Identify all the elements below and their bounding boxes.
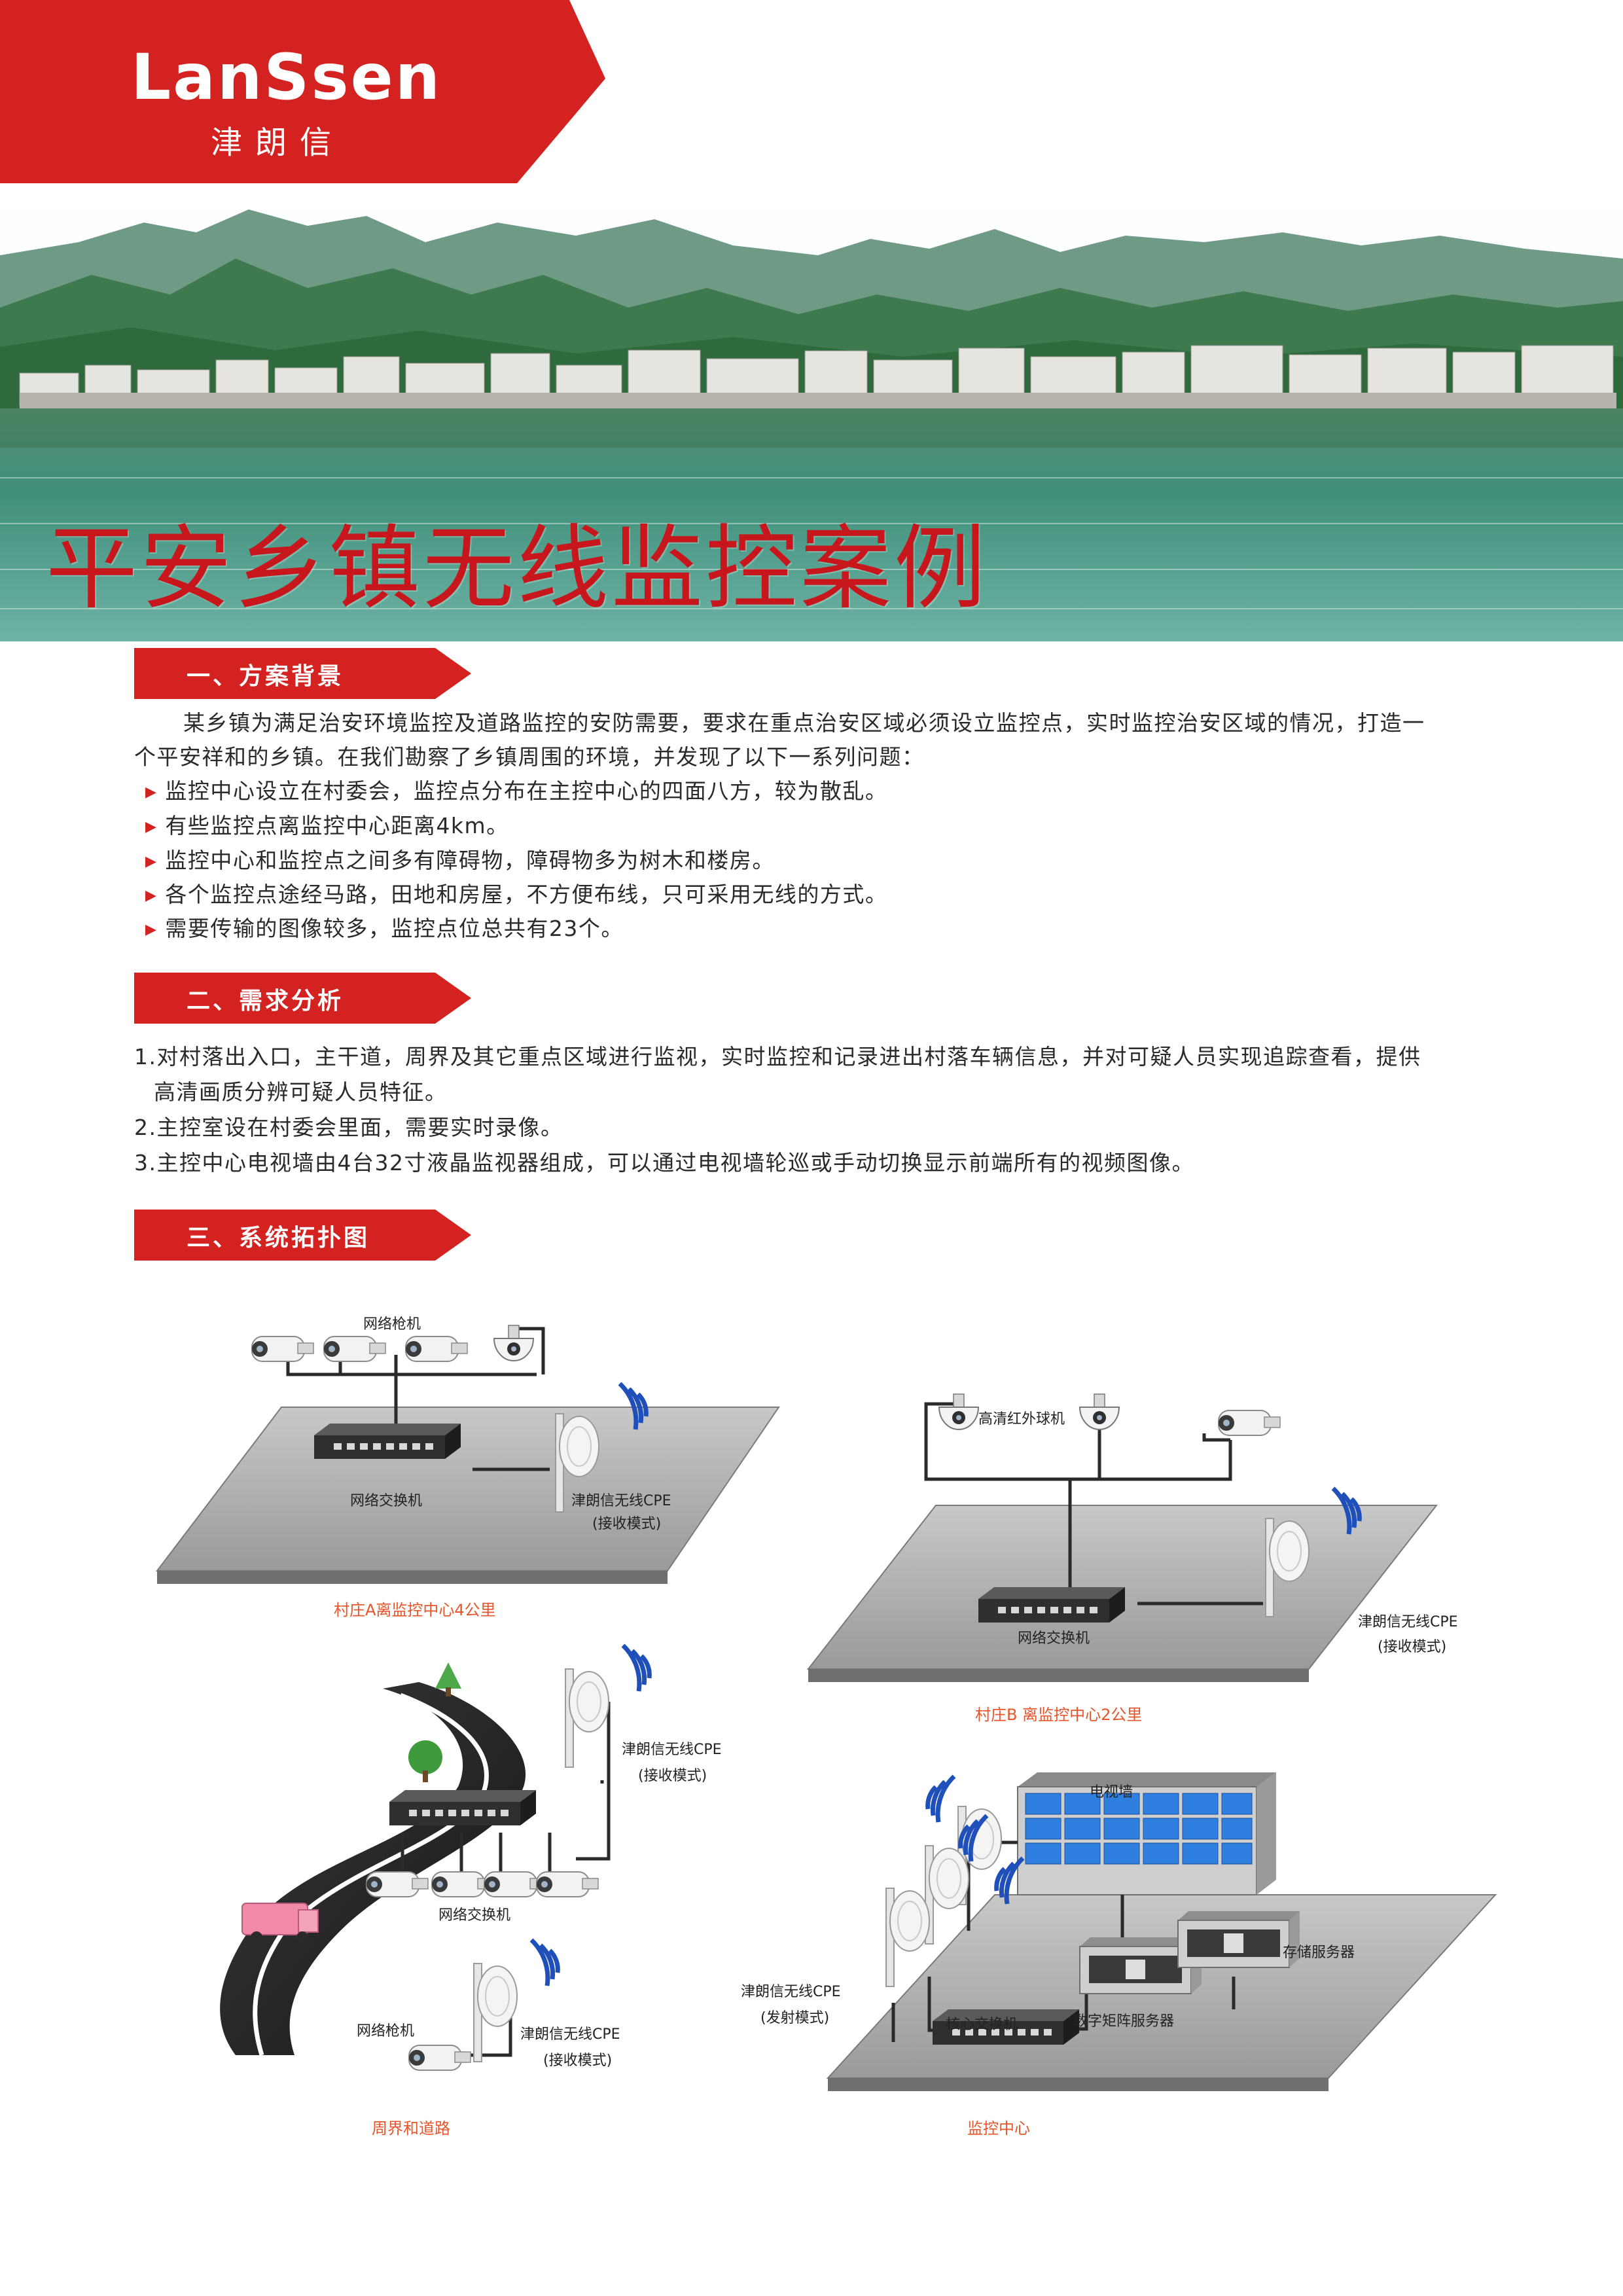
site-a-switch-label: 网络交换机 bbox=[350, 1493, 423, 1509]
bullet-arrow-icon: ▶ bbox=[145, 922, 158, 938]
section-heading: 三、系统拓扑图 bbox=[187, 1225, 370, 1251]
site-a-cpe-label: 津朗信无线CPE bbox=[571, 1493, 671, 1509]
site-c-cpe-mode-bottom: (接收模式) bbox=[543, 2053, 613, 2069]
network-switch-icon bbox=[314, 1424, 461, 1459]
list-item: ▶ 需要传输的图像较多，监控点位总共有23个。 bbox=[145, 911, 624, 942]
tree-icon bbox=[408, 1740, 442, 1782]
logo-banner-shape bbox=[0, 0, 605, 183]
site-c-group bbox=[220, 1645, 649, 2071]
site-d-cpe-mode: (发射模式) bbox=[760, 2010, 830, 2026]
intro-paragraph-line-2: 个平安祥和的乡镇。在我们勘察了乡镇周围的环境，并发现了以下一系列问题： bbox=[134, 744, 925, 770]
section-header-background: 一、方案背景 bbox=[134, 648, 471, 699]
dome-camera-icon bbox=[1079, 1393, 1120, 1430]
site-b-group bbox=[806, 1393, 1438, 1682]
list-item-text: 各个监控点途经马路，田地和房屋，不方便布线，只可采用无线的方式。 bbox=[165, 882, 888, 907]
requirement-item-3: 3.主控中心电视墙由4台32寸液晶监视器组成，可以通过电视墙轮巡或手动切换显示前… bbox=[134, 1150, 1194, 1175]
bullet-camera-icon bbox=[405, 1336, 468, 1362]
tv-wall-label: 电视墙 bbox=[1090, 1784, 1133, 1801]
requirement-item-1: 1.对村落出入口，主干道，周界及其它重点区域进行监视，实时监控和记录进出村落车辆… bbox=[134, 1044, 1421, 1069]
site-d-cpe-label: 津朗信无线CPE bbox=[741, 1984, 841, 2000]
section-header-arrow-shape bbox=[134, 1210, 471, 1261]
site-a-group bbox=[155, 1325, 780, 1584]
section-header-arrow-shape bbox=[134, 648, 471, 699]
list-item: ▶ 各个监控点途经马路，田地和房屋，不方便布线，只可采用无线的方式。 bbox=[145, 877, 887, 908]
bullet-arrow-icon: ▶ bbox=[145, 853, 158, 870]
section-heading: 二、需求分析 bbox=[187, 988, 344, 1014]
site-a-caption: 村庄A离监控中心4公里 bbox=[334, 1601, 496, 1619]
dome-camera-icon bbox=[938, 1393, 979, 1430]
core-switch-label: 核心交换机 bbox=[946, 2017, 1018, 2033]
section-header-background: 二、需求分析 bbox=[134, 973, 471, 1024]
wireless-cpe-icon bbox=[885, 1888, 930, 1987]
bullet-arrow-icon: ▶ bbox=[145, 888, 158, 904]
bullet-camera-icon bbox=[366, 1871, 429, 1897]
list-item-text: 监控中心和监控点之间多有障碍物，障碍物多为树木和楼房。 bbox=[165, 848, 775, 873]
site-b-switch-label: 网络交换机 bbox=[1018, 1630, 1090, 1647]
bullet-arrow-icon: ▶ bbox=[145, 819, 158, 835]
bullet-camera-icon bbox=[323, 1336, 386, 1362]
site-c-cpe-label-top: 津朗信无线CPE bbox=[622, 1742, 722, 1758]
tree-icon bbox=[435, 1662, 461, 1696]
section-header-background: 三、系统拓扑图 bbox=[134, 1210, 471, 1261]
list-item: ▶ 有些监控点离监控中心距离4km。 bbox=[145, 808, 509, 840]
site-c-cpe-mode-top: (接收模式) bbox=[638, 1768, 707, 1784]
site-c-camera-label: 网络枪机 bbox=[357, 2023, 415, 2039]
site-d-group bbox=[826, 1772, 1497, 2091]
site-a-camera-label: 网络枪机 bbox=[363, 1316, 421, 1333]
site-c-cpe-label-bottom: 津朗信无线CPE bbox=[520, 2026, 620, 2043]
bullet-camera-icon bbox=[408, 2045, 471, 2071]
wifi-signal-icon bbox=[928, 1776, 954, 1822]
brand-logo: LanSsen bbox=[131, 41, 442, 114]
page-title: 平安乡镇无线监控案例 bbox=[46, 516, 989, 622]
bullet-camera-icon bbox=[251, 1336, 314, 1362]
site-c-caption: 周界和道路 bbox=[372, 2119, 450, 2138]
bullet-camera-icon bbox=[1218, 1410, 1281, 1436]
bullet-arrow-icon: ▶ bbox=[145, 784, 158, 800]
network-switch-icon bbox=[978, 1587, 1125, 1623]
site-a-cpe-mode: (接收模式) bbox=[592, 1516, 662, 1532]
requirement-item-2: 2.主控室设在村委会里面，需要实时录像。 bbox=[134, 1115, 563, 1140]
tv-wall-icon bbox=[1017, 1772, 1276, 1895]
site-b-camera-label: 高清红外球机 bbox=[978, 1411, 1065, 1427]
list-item: ▶ 监控中心设立在村委会，监控点分布在主控中心的四面八方，较为散乱。 bbox=[145, 774, 887, 805]
section-header-arrow-shape bbox=[134, 973, 471, 1024]
section-heading: 一、方案背景 bbox=[187, 663, 344, 690]
site-a-platform bbox=[155, 1407, 780, 1571]
bullet-camera-icon bbox=[536, 1871, 599, 1897]
requirement-item-1-cont: 高清画质分辨可疑人员特征。 bbox=[154, 1079, 448, 1105]
truck-icon bbox=[241, 1903, 319, 1943]
intro-paragraph-line-1: 某乡镇为满足治安环境监控及道路监控的安防需要，要求在重点治安区域必须设立监控点，… bbox=[183, 710, 1425, 736]
wifi-signal-icon bbox=[531, 1940, 558, 1986]
matrix-server-label: 数字矩阵服务器 bbox=[1073, 2013, 1175, 2030]
landscape-banner-image bbox=[0, 196, 1623, 641]
site-b-cpe-mode: (接收模式) bbox=[1378, 1639, 1447, 1655]
brand-logo-cn: 津朗信 bbox=[211, 124, 345, 161]
site-b-cpe-label: 津朗信无线CPE bbox=[1358, 1614, 1458, 1630]
wireless-cpe-icon bbox=[565, 1668, 609, 1768]
list-item-text: 有些监控点离监控中心距离4km。 bbox=[165, 813, 509, 838]
list-item-text: 需要传输的图像较多，监控点位总共有23个。 bbox=[165, 916, 624, 941]
list-item: ▶ 监控中心和监控点之间多有障碍物，障碍物多为树木和楼房。 bbox=[145, 843, 775, 874]
site-d-caption: 监控中心 bbox=[967, 2119, 1030, 2138]
storage-server-label: 存储服务器 bbox=[1283, 1945, 1355, 1961]
storage-server-icon bbox=[1177, 1910, 1300, 1968]
wifi-signal-icon bbox=[623, 1645, 649, 1691]
dome-camera-icon bbox=[493, 1325, 534, 1361]
site-b-caption: 村庄B 离监控中心2公里 bbox=[975, 1706, 1143, 1724]
wireless-cpe-icon bbox=[925, 1845, 969, 1945]
list-item-text: 监控中心设立在村委会，监控点分布在主控中心的四面八方，较为散乱。 bbox=[165, 778, 888, 804]
site-c-switch-label: 网络交换机 bbox=[438, 1907, 511, 1924]
network-switch-icon bbox=[389, 1790, 536, 1825]
topology-diagram bbox=[155, 1325, 1497, 2091]
